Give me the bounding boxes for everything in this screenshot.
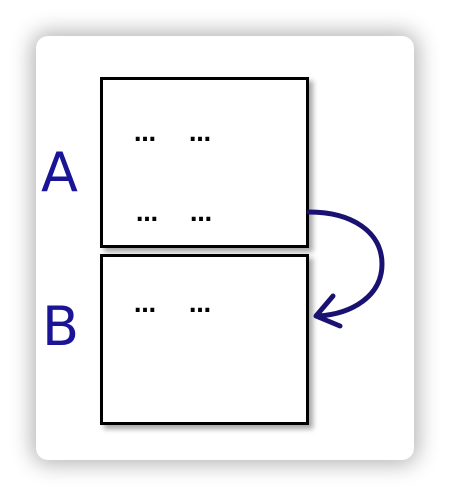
block-a [100,77,309,248]
block-b [100,254,309,425]
block-a-ellipsis-3: … [136,202,158,227]
block-a-ellipsis-2: … [189,122,211,147]
block-a-label: A [41,141,78,204]
block-b-ellipsis-2: … [189,293,211,318]
block-a-ellipsis-1: … [134,122,156,147]
block-b-ellipsis-1: … [134,293,156,318]
block-a-ellipsis-4: … [190,202,212,227]
arrow-curve [306,209,385,319]
arrowhead [313,293,343,329]
block-b-label: B [42,295,80,358]
